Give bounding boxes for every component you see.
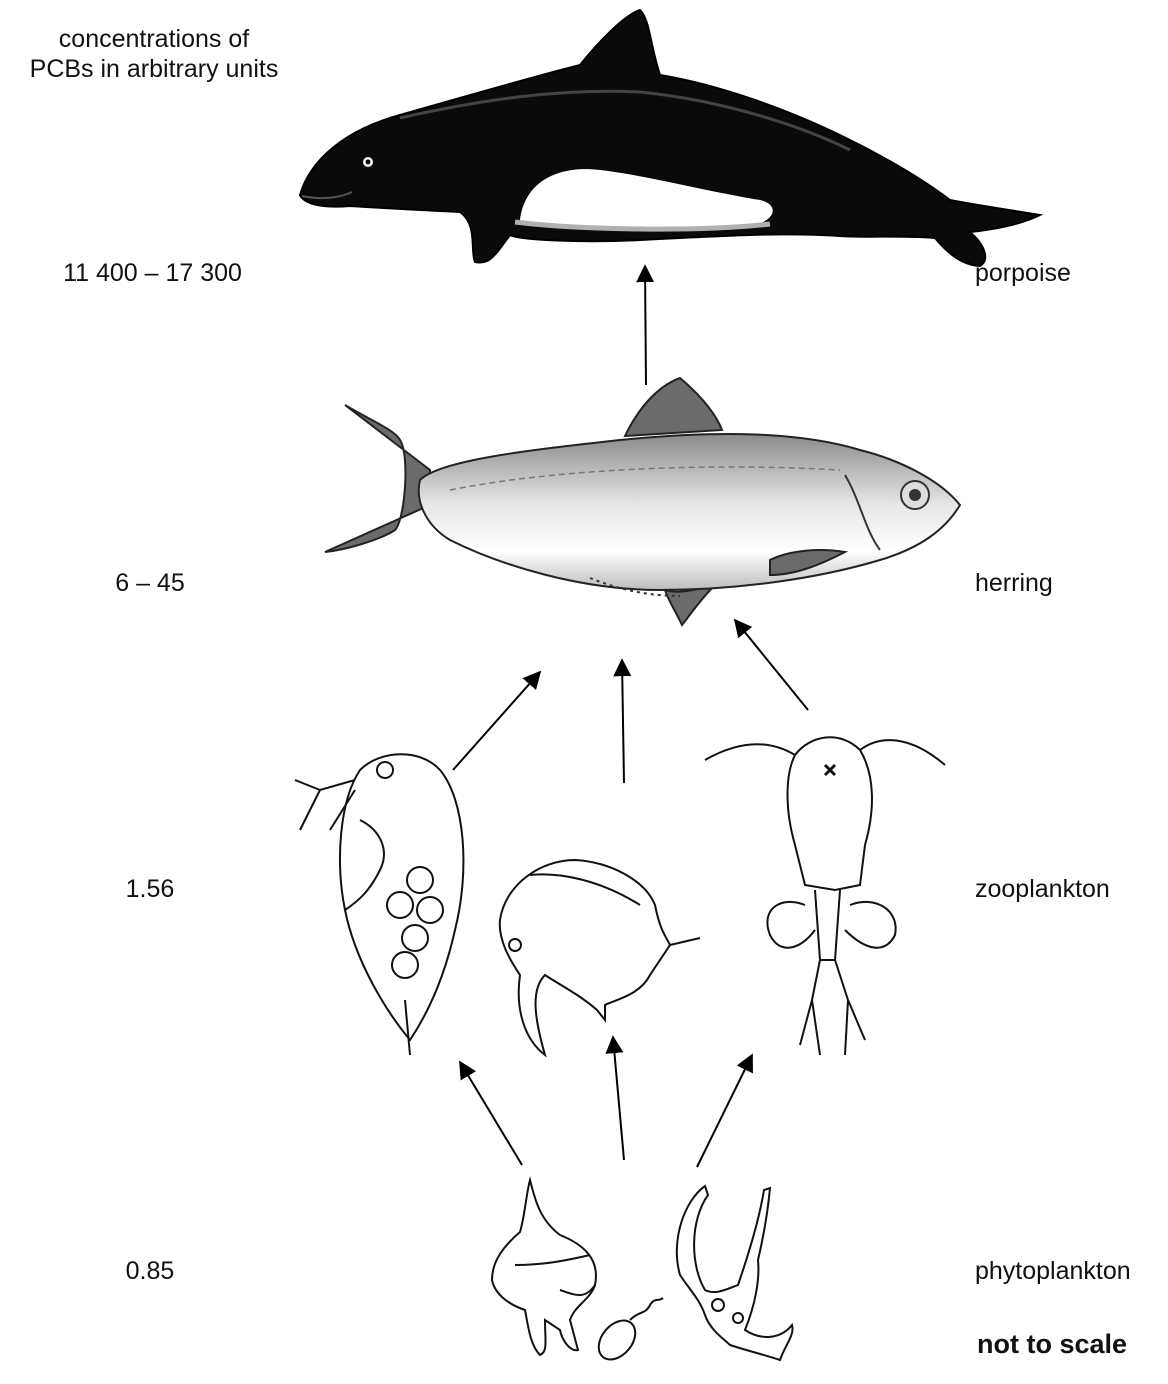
copepod-illustration xyxy=(705,737,945,1055)
dinoflagellate-illustration xyxy=(492,1180,596,1355)
arrow-herring-to-porpoise xyxy=(645,266,646,385)
arrow-phyto-to-cladoceran xyxy=(613,1037,624,1160)
arrow-cladoceran-to-herring xyxy=(622,660,624,783)
water-flea-illustration xyxy=(295,754,463,1055)
arrow-phyto-to-waterflea xyxy=(460,1062,522,1165)
arrow-copepod-to-herring xyxy=(735,620,808,710)
cladoceran-illustration xyxy=(500,860,700,1055)
arrow-waterflea-to-herring xyxy=(453,672,540,770)
arrow-phyto-to-copepod xyxy=(697,1055,752,1167)
porpoise-illustration xyxy=(300,10,1040,266)
flagellate-illustration xyxy=(591,1298,663,1366)
ceratium-illustration xyxy=(677,1186,793,1360)
herring-illustration xyxy=(325,378,960,625)
